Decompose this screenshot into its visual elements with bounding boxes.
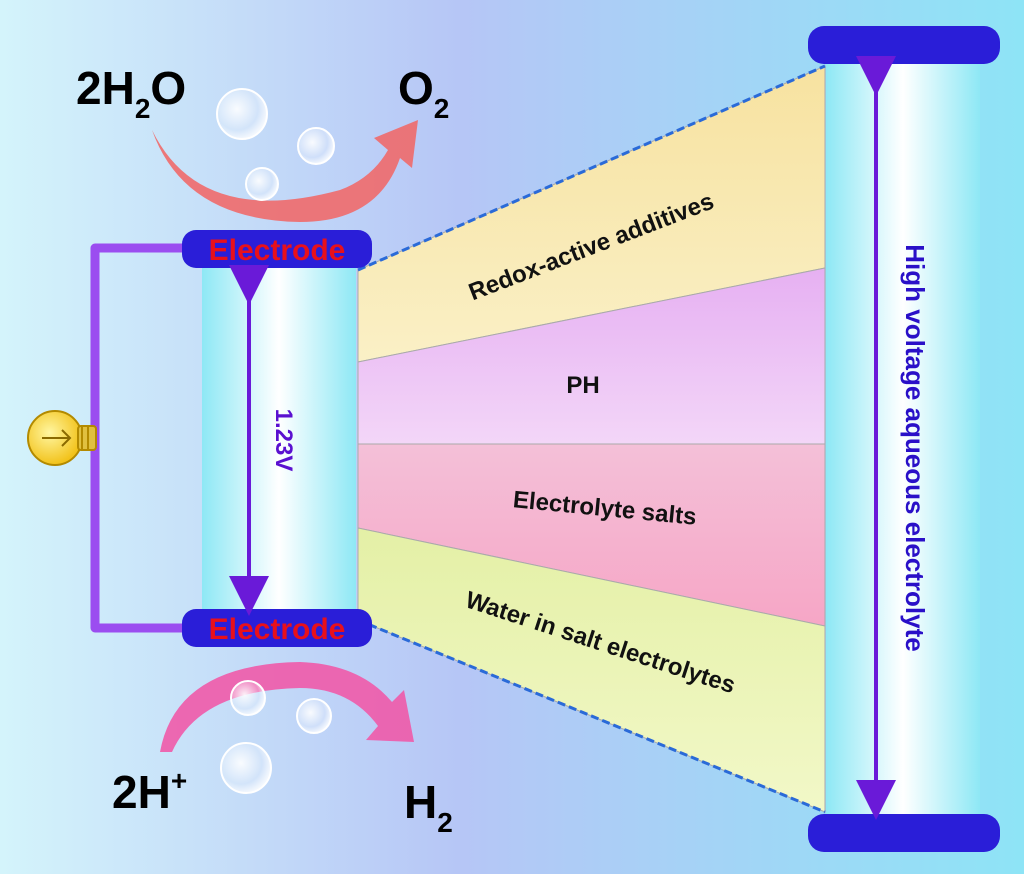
high-voltage-label: High voltage aqueous electrolyte (900, 244, 930, 651)
light-bulb-icon (27, 410, 97, 466)
fan-bottom-edge (357, 618, 826, 814)
hydrogen-arrow (160, 662, 414, 752)
bubble (245, 167, 279, 201)
bubble (297, 127, 335, 165)
right-bottom-cap (808, 814, 1000, 852)
bubble (220, 742, 272, 794)
bottom-electrode (182, 609, 372, 647)
bubble (230, 680, 266, 716)
cell-tube (202, 262, 356, 624)
top-electrode-label: Electrode (209, 234, 346, 267)
voltage-label: 1.23V (270, 409, 297, 472)
oxygen-arrow (152, 120, 418, 222)
fan-top-edge (357, 64, 826, 272)
product-hydrogen: H2 (404, 776, 453, 838)
reactant-water: 2H2O (76, 62, 186, 124)
top-electrode (182, 230, 372, 268)
band-label-ph: PH (566, 372, 599, 399)
bubble (216, 88, 268, 140)
product-oxygen: O2 (398, 62, 449, 124)
bubble (296, 698, 332, 734)
wide-window-tube (826, 48, 980, 830)
hydrogen-evolution-reaction: 2H+ H2 (112, 662, 453, 838)
oxygen-evolution-reaction: 2H2O O2 (76, 62, 449, 222)
right-top-cap (808, 26, 1000, 64)
electrolyte-strategy-fan: Redox-active additives PH Electrolyte sa… (357, 64, 826, 814)
bottom-electrode-label: Electrode (209, 613, 346, 646)
reactant-proton: 2H+ (112, 765, 187, 818)
